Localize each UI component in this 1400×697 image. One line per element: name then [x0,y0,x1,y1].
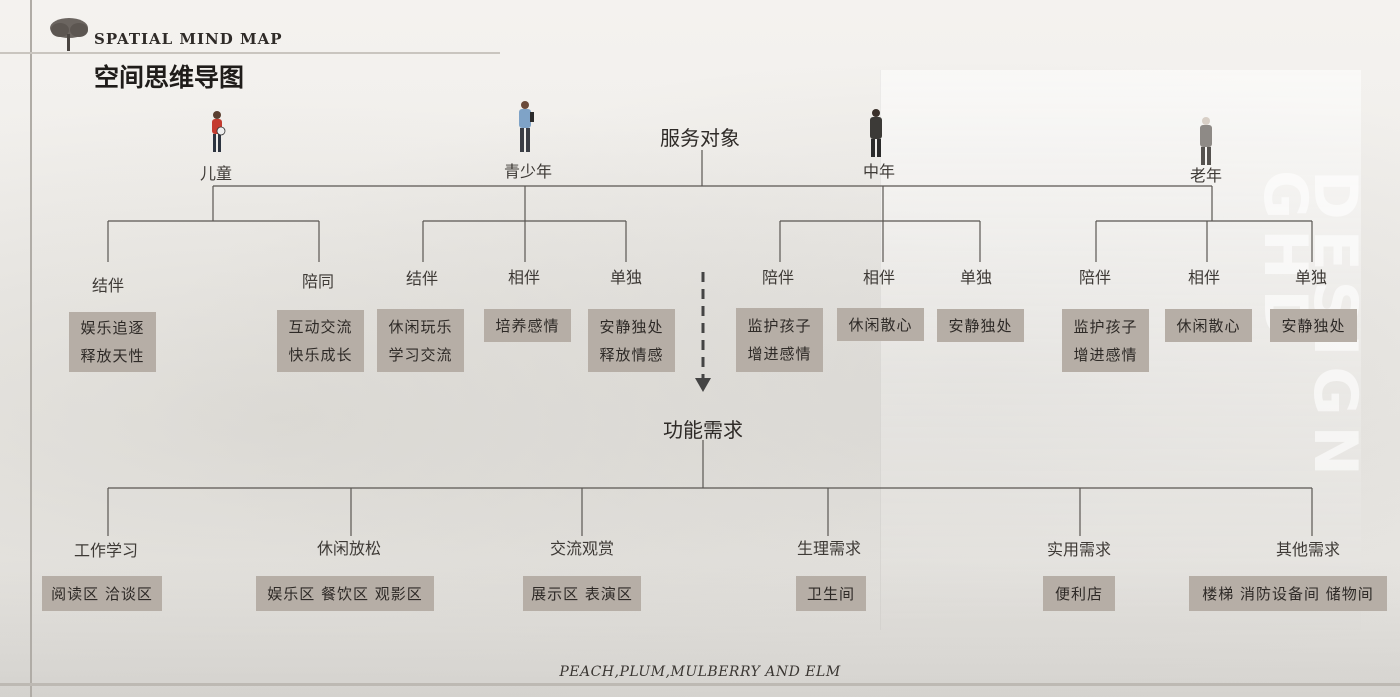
sub-label: 结伴 [91,276,125,295]
need-box: 娱乐追逐 释放天性 [69,312,156,372]
function-title: 功能需求 [663,418,743,442]
function-item-label: 交流观赏 [549,539,615,558]
elder-figure-icon [1200,117,1212,165]
need-text: 培养感情 [495,316,560,335]
need-text: 释放情感 [599,345,664,364]
sub-label: 相伴 [507,268,541,287]
need-text: 释放天性 [80,347,145,365]
frame-line-bottom [0,683,1400,686]
need-box: 休闲散心 [1165,309,1252,342]
tree-logo-icon [50,18,88,51]
function-item-label: 生理需求 [796,539,862,558]
need-text: 休闲散心 [848,315,913,334]
need-text: 学习交流 [388,345,453,364]
function-text: 娱乐区 餐饮区 观影区 [267,584,423,603]
need-box: 监护孩子 增进感情 [1062,309,1149,372]
need-box: 安静独处 释放情感 [588,309,675,372]
footer-caption: PEACH,PLUM,MULBERRY AND ELM [559,664,841,680]
function-text: 楼梯 消防设备间 储物间 [1202,584,1374,603]
sub-label: 陪同 [301,272,335,291]
need-text: 快乐成长 [288,346,353,364]
flow-arrow-head-icon [695,378,711,392]
function-text: 便利店 [1054,584,1103,603]
sub-label: 陪伴 [1078,268,1112,287]
need-text: 增进感情 [1073,345,1138,364]
function-box: 展示区 表演区 [523,576,641,611]
need-box: 安静独处 [1270,309,1357,342]
function-text: 展示区 表演区 [531,584,633,603]
function-box: 楼梯 消防设备间 储物间 [1189,576,1387,611]
function-item-label: 工作学习 [73,541,139,560]
need-box: 互动交流 快乐成长 [277,310,364,372]
function-item-label: 休闲放松 [316,539,382,558]
function-box: 阅读区 洽谈区 [42,576,162,611]
sub-label: 单独 [609,268,643,287]
function-box: 卫生间 [796,576,866,611]
group-label-elder: 老年 [1189,166,1223,185]
group-label-child: 儿童 [199,164,233,183]
function-text: 卫生间 [806,584,855,603]
need-box: 监护孩子 增进感情 [736,308,823,372]
frame-line-vertical [30,0,32,697]
need-text: 增进感情 [747,345,812,363]
need-text: 安静独处 [948,316,1013,335]
need-text: 休闲散心 [1176,316,1241,335]
need-box: 培养感情 [484,309,571,342]
need-box: 休闲玩乐 学习交流 [377,309,464,372]
sub-label: 陪伴 [761,268,795,287]
need-text: 安静独处 [599,317,664,336]
sub-label: 单独 [959,268,993,287]
teen-figure-icon [519,101,534,152]
group-label-adult: 中年 [862,162,896,181]
need-text: 娱乐追逐 [80,319,145,337]
need-text: 监护孩子 [747,317,812,335]
function-text: 阅读区 洽谈区 [51,584,153,603]
need-text: 休闲玩乐 [388,317,453,336]
sub-label: 单独 [1294,268,1328,287]
child-figure-icon [212,111,226,152]
frame-line-header [0,52,500,54]
need-text: 安静独处 [1281,316,1346,335]
need-box: 休闲散心 [837,308,924,341]
function-box: 娱乐区 餐饮区 观影区 [256,576,434,611]
sub-label: 相伴 [862,268,896,287]
sub-label: 相伴 [1187,268,1221,287]
header-title-en: SPATIAL MIND MAP [94,30,283,48]
function-item-label: 其他需求 [1275,540,1341,559]
header-title-cn: 空间思维导图 [94,63,245,92]
need-box: 安静独处 [937,309,1024,342]
background-ground [0,560,1400,697]
need-text: 监护孩子 [1073,317,1138,336]
function-box: 便利店 [1043,576,1115,611]
group-label-teen: 青少年 [503,162,553,181]
function-item-label: 实用需求 [1046,540,1112,559]
service-target-title: 服务对象 [660,126,740,150]
adult-figure-icon [870,109,882,157]
sub-label: 结伴 [405,269,439,288]
need-text: 互动交流 [288,318,353,336]
